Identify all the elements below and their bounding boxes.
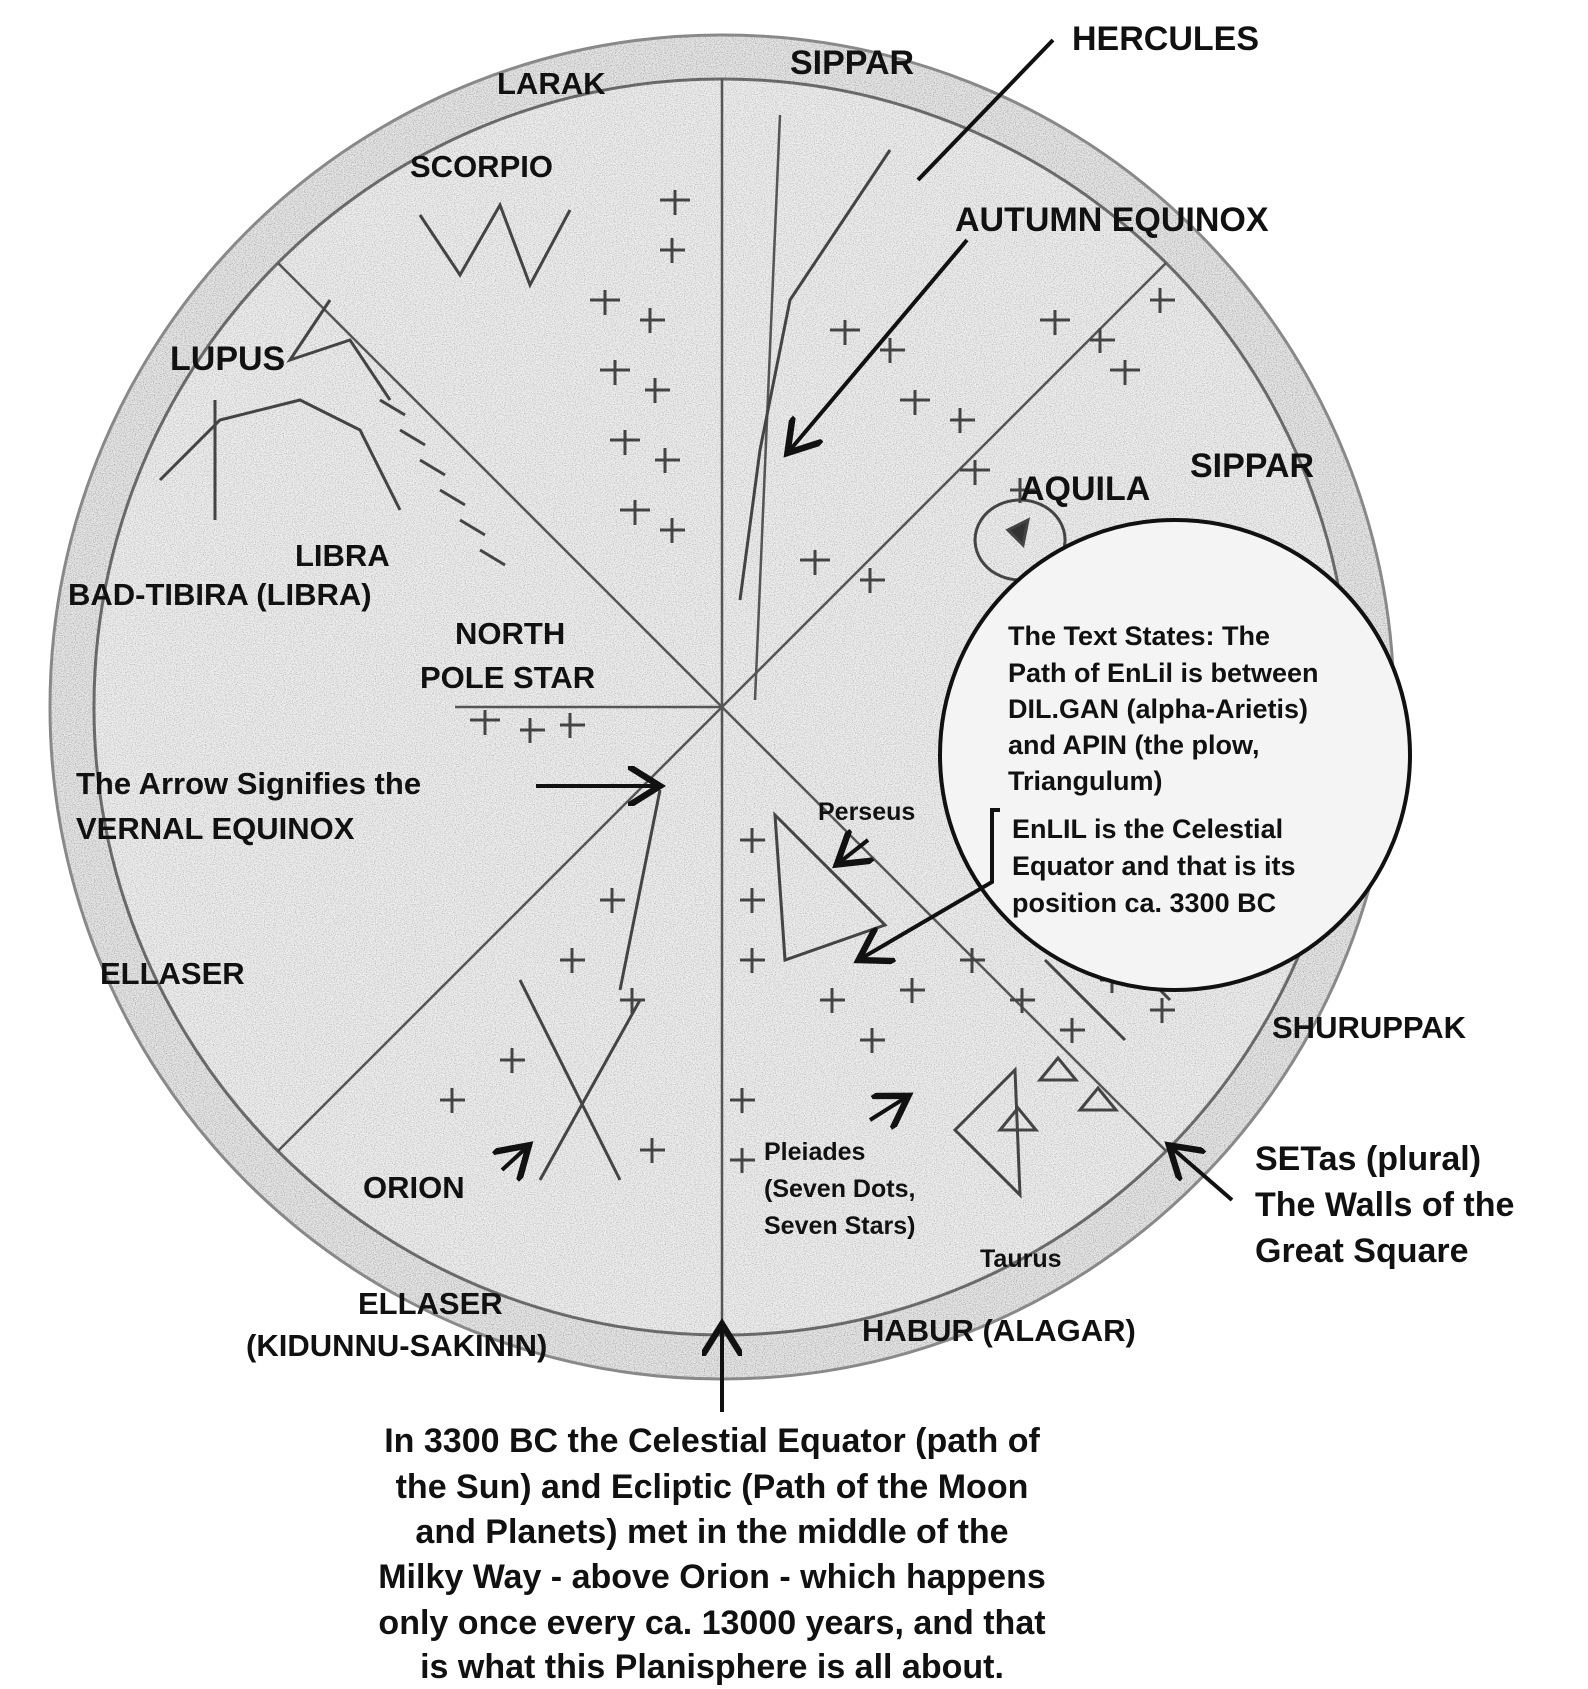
label-aquila: AQUILA	[1020, 470, 1150, 508]
label-lupus: LUPUS	[170, 340, 285, 378]
callout-line: EnLIL is the Celestial	[1012, 814, 1283, 844]
label-ellaser-bottom-2: (KIDUNNU-SAKININ)	[246, 1328, 547, 1363]
caption-line: and Planets) met in the middle of the	[415, 1513, 1008, 1551]
label-hercules: HERCULES	[1072, 20, 1259, 58]
label-north: NORTH	[455, 616, 565, 651]
caption-line: only once every ca. 13000 years, and tha…	[378, 1604, 1045, 1642]
callout-line: Equator and that is its	[1012, 851, 1296, 881]
caption-line: Milky Way - above Orion - which happens	[378, 1558, 1046, 1596]
label-bad-tibira: BAD-TIBIRA (LIBRA)	[68, 577, 372, 612]
label-pole-star: POLE STAR	[420, 660, 595, 695]
label-setas-1: SETas (plural)	[1255, 1140, 1481, 1178]
label-ellaser-left: ELLASER	[100, 956, 245, 991]
triangulum-figure	[773, 811, 888, 963]
callout-text: The Text States: The Path of EnLil is be…	[1008, 621, 1319, 918]
label-taurus: Taurus	[980, 1245, 1062, 1273]
setas-arrow	[1172, 1148, 1234, 1202]
perseus-arrow	[840, 840, 868, 862]
autumn-equinox-arrow	[790, 238, 969, 450]
label-perseus: Perseus	[818, 798, 915, 826]
label-ellaser-bottom-1: ELLASER	[358, 1286, 503, 1321]
pleiades-arrow	[868, 1098, 905, 1120]
label-setas-3: Great Square	[1255, 1232, 1469, 1270]
label-shuruppak: SHURUPPAK	[1272, 1010, 1467, 1045]
label-scorpio: SCORPIO	[410, 149, 553, 184]
bottom-caption: In 3300 BC the Celestial Equator (path o…	[378, 1422, 1046, 1686]
label-pleiades-1: Pleiades	[764, 1138, 865, 1166]
label-pleiades-2: (Seven Dots,	[764, 1175, 915, 1203]
label-orion: ORION	[363, 1170, 465, 1205]
caption-line: In 3300 BC the Celestial Equator (path o…	[384, 1422, 1040, 1460]
cuneiform-marks	[379, 190, 1175, 1173]
label-habur: HABUR (ALAGAR)	[862, 1313, 1136, 1348]
hercules-leader-line	[916, 38, 1055, 182]
callout-line: The Text States: The	[1008, 621, 1270, 651]
label-pleiades-3: Seven Stars)	[764, 1212, 915, 1240]
taurus-figure	[952, 1066, 1022, 1199]
label-arrow-line1: The Arrow Signifies the	[76, 766, 421, 801]
label-autumn-equinox: AUTUMN EQUINOX	[955, 201, 1269, 239]
callout-line: Triangulum)	[1008, 766, 1163, 796]
label-sippar-right: SIPPAR	[1190, 447, 1314, 485]
label-setas-2: The Walls of the	[1255, 1186, 1514, 1224]
orion-arrow	[502, 1148, 526, 1170]
callout-circle	[938, 518, 1412, 992]
caption-line: the Sun) and Ecliptic (Path of the Moon	[396, 1468, 1029, 1506]
label-sippar-top: SIPPAR	[790, 44, 914, 82]
enlil-arrow	[862, 808, 1000, 958]
caption-line: is what this Planisphere is all about.	[420, 1648, 1004, 1686]
label-larak: LARAK	[497, 66, 606, 101]
callout-line: position ca. 3300 BC	[1012, 888, 1276, 918]
callout-line: and APIN (the plow,	[1008, 730, 1260, 760]
label-libra: LIBRA	[295, 538, 390, 573]
callout-line: DIL.GAN (alpha-Arietis)	[1008, 694, 1308, 724]
label-arrow-line2: VERNAL EQUINOX	[76, 811, 355, 846]
callout-line: Path of EnLil is between	[1008, 658, 1319, 688]
diagram-labels: HERCULES LARAK SIPPAR SCORPIO AUTUMN EQU…	[68, 20, 1514, 1363]
annotation-arrows	[502, 38, 1234, 1412]
